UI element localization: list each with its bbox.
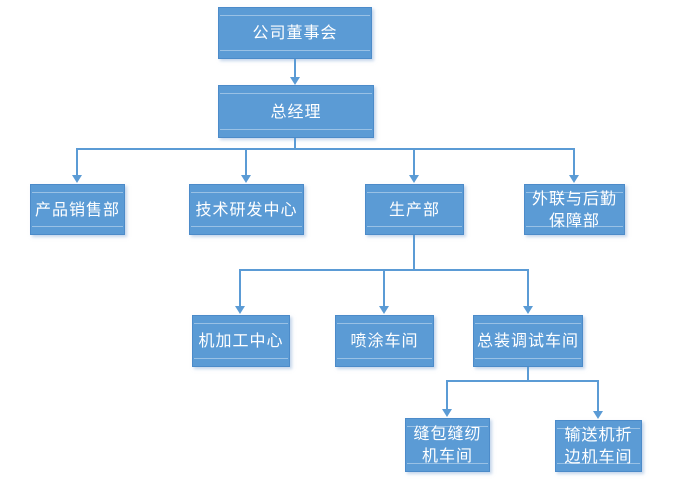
connector-assembly-bus [447, 380, 599, 382]
connector-drop-production [413, 148, 415, 175]
org-node-label: 缝包缝纫 机车间 [413, 424, 482, 465]
arrowhead-painting [379, 306, 389, 314]
connector-drop-assembly [527, 269, 529, 306]
org-node-label: 喷涂车间 [350, 331, 419, 351]
arrowhead-conveyor [593, 411, 603, 419]
org-node-label: 生产部 [388, 199, 440, 219]
org-node-label: 技术研发中心 [195, 199, 298, 219]
arrowhead-machining [235, 306, 245, 314]
connector-drop-rd [245, 148, 247, 175]
connector-board-gm [294, 59, 296, 77]
connector-gm-bus [77, 148, 575, 150]
connector-drop-painting [383, 269, 385, 306]
connector-gm-stub [294, 138, 296, 149]
connector-drop-logistics [573, 148, 575, 175]
org-node-board: 公司董事会 [218, 7, 372, 59]
connector-drop-sewing [446, 380, 448, 409]
org-node-assembly: 总装调试车间 [473, 315, 583, 367]
connector-assembly-stub [527, 367, 529, 381]
arrowhead-rd [241, 175, 251, 183]
arrowhead-logistics [569, 175, 579, 183]
arrowhead-sales [72, 175, 82, 183]
org-node-label: 产品销售部 [34, 199, 120, 219]
connector-production-bus [240, 269, 529, 271]
arrowhead-sewing [442, 409, 452, 417]
connector-drop-machining [239, 269, 241, 306]
org-node-label: 机加工中心 [198, 331, 284, 351]
connector-drop-conveyor [597, 380, 599, 411]
org-node-sewing: 缝包缝纫 机车间 [405, 418, 490, 472]
org-node-painting: 喷涂车间 [335, 315, 434, 367]
org-node-rd-center: 技术研发中心 [189, 184, 304, 235]
org-node-general-manager: 总经理 [218, 85, 374, 138]
org-node-label: 输送机折 边机车间 [564, 425, 633, 466]
arrowhead-assembly [523, 306, 533, 314]
org-node-label: 外联与后勤 保障部 [531, 188, 617, 230]
org-node-product-sales: 产品销售部 [30, 184, 125, 235]
connector-production-stub [413, 235, 415, 270]
org-node-logistics: 外联与后勤 保障部 [524, 184, 625, 235]
org-node-label: 总装调试车间 [476, 331, 579, 351]
org-node-machining: 机加工中心 [192, 315, 290, 367]
org-node-production: 生产部 [365, 184, 464, 235]
org-node-label: 总经理 [270, 101, 322, 121]
org-node-label: 公司董事会 [252, 23, 338, 43]
connector-drop-sales [76, 148, 78, 175]
arrowhead-production [409, 175, 419, 183]
org-node-conveyor: 输送机折 边机车间 [555, 420, 642, 472]
arrowhead-gm [290, 77, 300, 85]
